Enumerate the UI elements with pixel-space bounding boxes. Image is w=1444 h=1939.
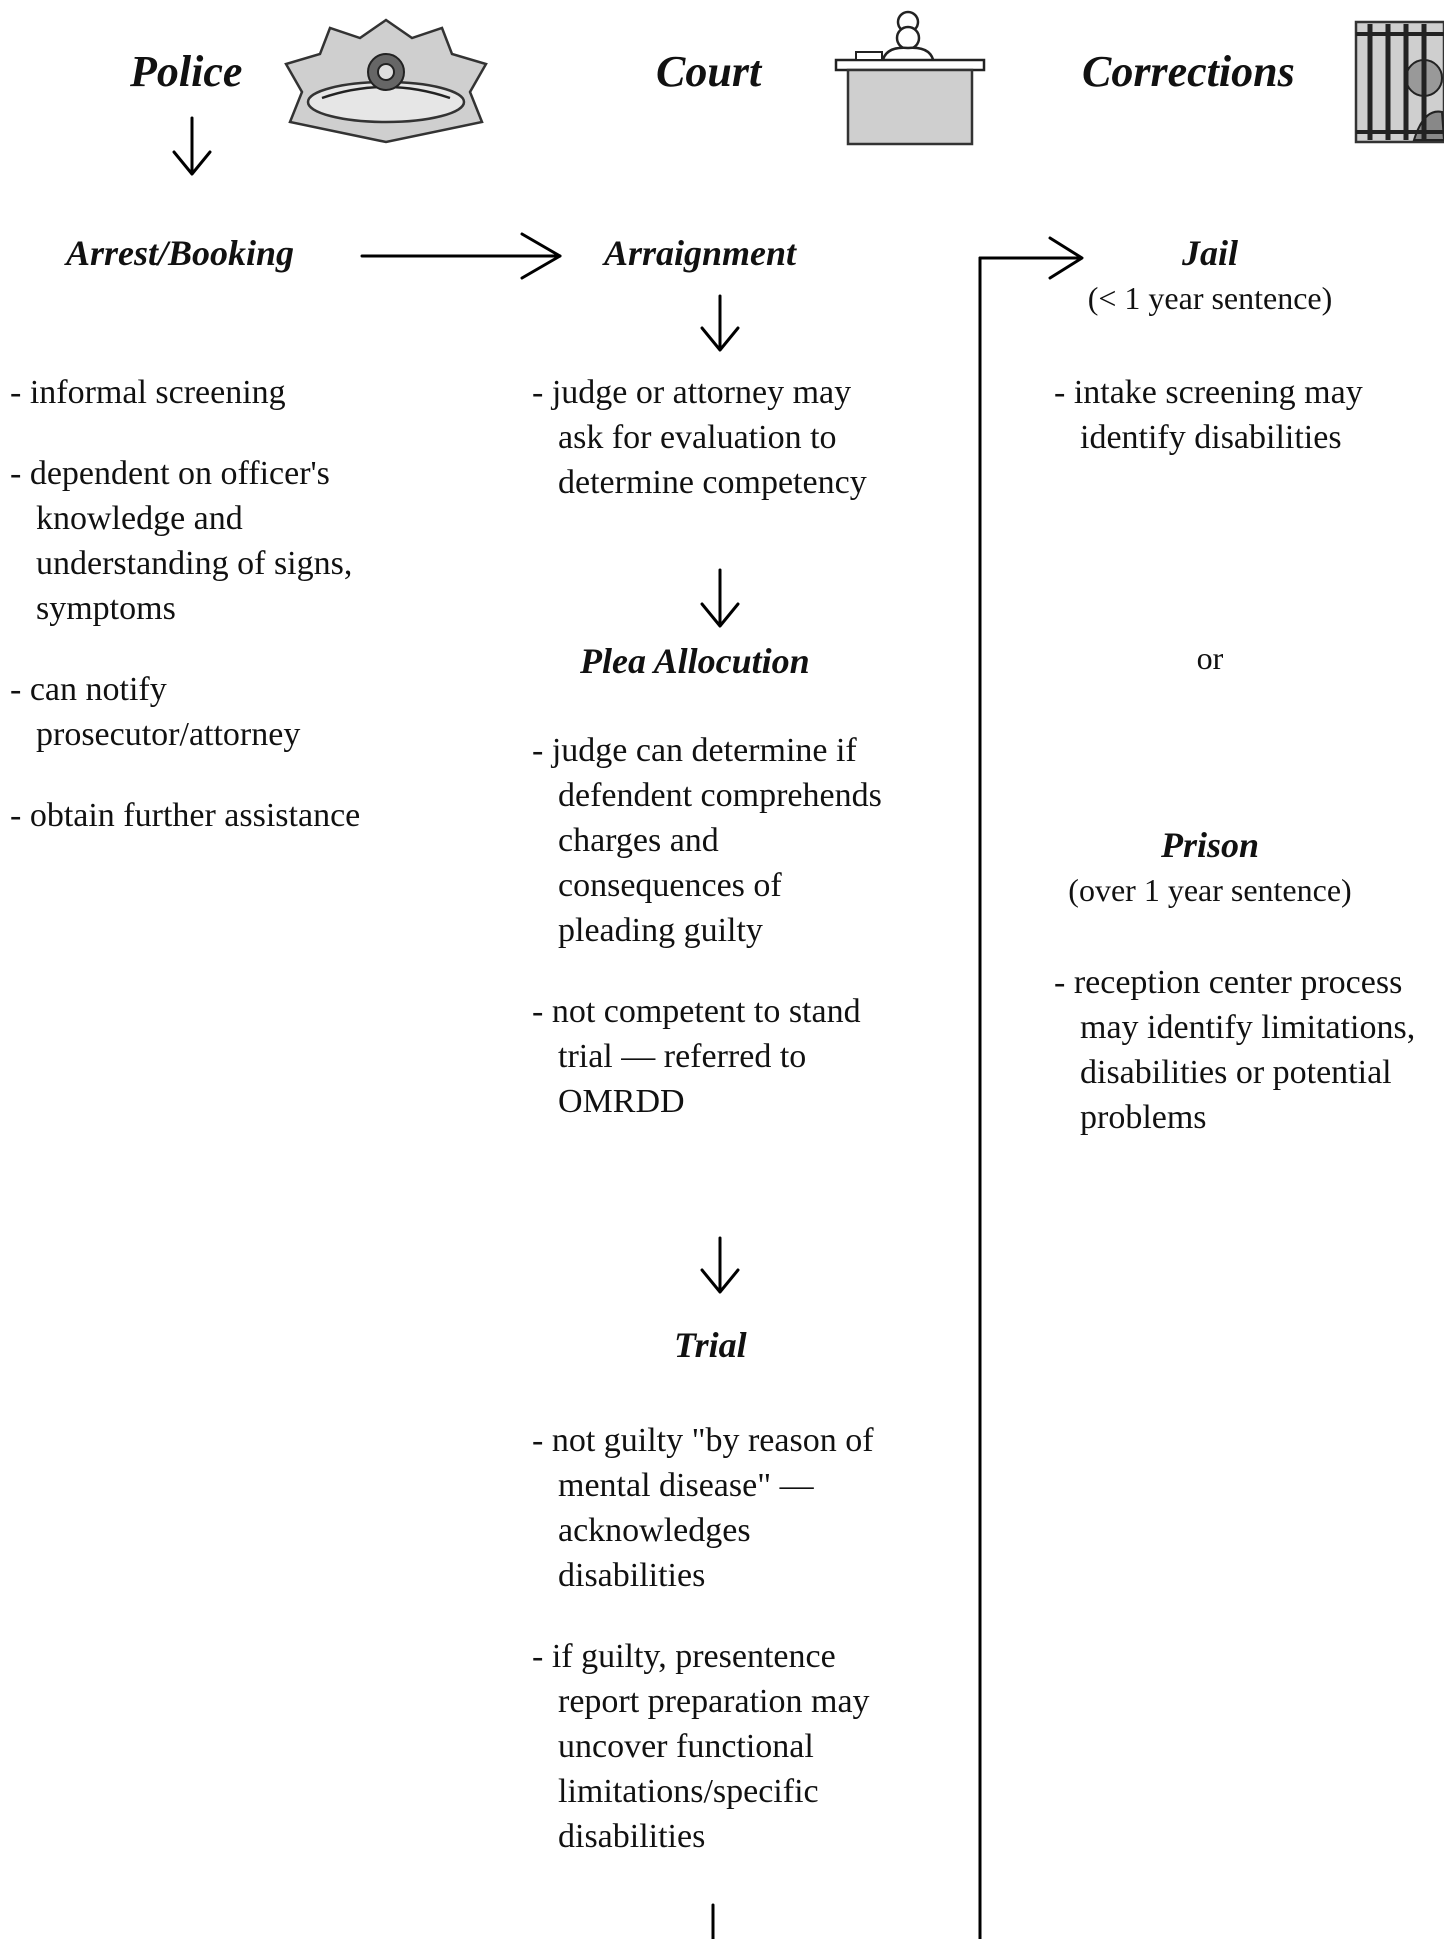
- stage-arrest-booking: Arrest/Booking: [66, 233, 295, 273]
- plea-item-1: - judge can determine if defendent compr…: [532, 732, 882, 949]
- trial-items: - not guilty "by reason of mental diseas…: [532, 1418, 884, 1859]
- header-corrections: Corrections: [1082, 47, 1295, 96]
- stage-plea-allocution: Plea Allocution: [580, 641, 810, 681]
- police-item-3: - can notify prosecutor/attorney: [10, 671, 301, 753]
- arrow-arrest-to-arraignment: [360, 232, 562, 280]
- stage-prison: Prison: [1160, 825, 1260, 865]
- header-court: Court: [656, 47, 762, 96]
- jail-cell-icon: [1354, 20, 1444, 144]
- police-item-4: - obtain further assistance: [10, 797, 361, 834]
- plea-items: - judge can determine if defendent compr…: [532, 728, 884, 1124]
- police-items: - informal screening - dependent on offi…: [10, 370, 380, 838]
- arrow-trial-down: [700, 1236, 740, 1294]
- jail-items: - intake screening may identify disabili…: [1054, 370, 1444, 460]
- stage-jail: Jail: [1181, 233, 1238, 273]
- arrow-court-to-jail: [978, 236, 1084, 1939]
- or-label: or: [1196, 640, 1224, 676]
- police-cap-icon: [284, 18, 488, 144]
- stage-trial: Trial: [674, 1325, 747, 1365]
- arraignment-item-1: - judge or attorney may ask for evaluati…: [532, 374, 867, 501]
- jail-note: (< 1 year sentence): [1087, 280, 1333, 316]
- prison-items: - reception center process may identify …: [1054, 960, 1444, 1140]
- arraignment-items: - judge or attorney may ask for evaluati…: [532, 370, 884, 505]
- police-item-2: - dependent on officer's knowledge and u…: [10, 455, 353, 627]
- stage-arraignment: Arraignment: [604, 233, 797, 273]
- arrow-arraignment-down: [700, 294, 740, 352]
- arrow-plea-down: [700, 568, 740, 628]
- trial-item-1: - not guilty "by reason of mental diseas…: [532, 1422, 874, 1594]
- jail-item-1: - intake screening may identify disabili…: [1054, 374, 1363, 456]
- header-police: Police: [130, 47, 243, 96]
- plea-item-2: - not competent to stand trial — referre…: [532, 993, 861, 1120]
- prison-item-1: - reception center process may identify …: [1054, 964, 1416, 1136]
- prison-note: (over 1 year sentence): [1068, 872, 1352, 908]
- arrow-police-down: [172, 116, 212, 176]
- police-item-1: - informal screening: [10, 374, 286, 411]
- judge-bench-icon: [834, 10, 986, 146]
- trial-item-2: - if guilty, presentence report preparat…: [532, 1638, 870, 1855]
